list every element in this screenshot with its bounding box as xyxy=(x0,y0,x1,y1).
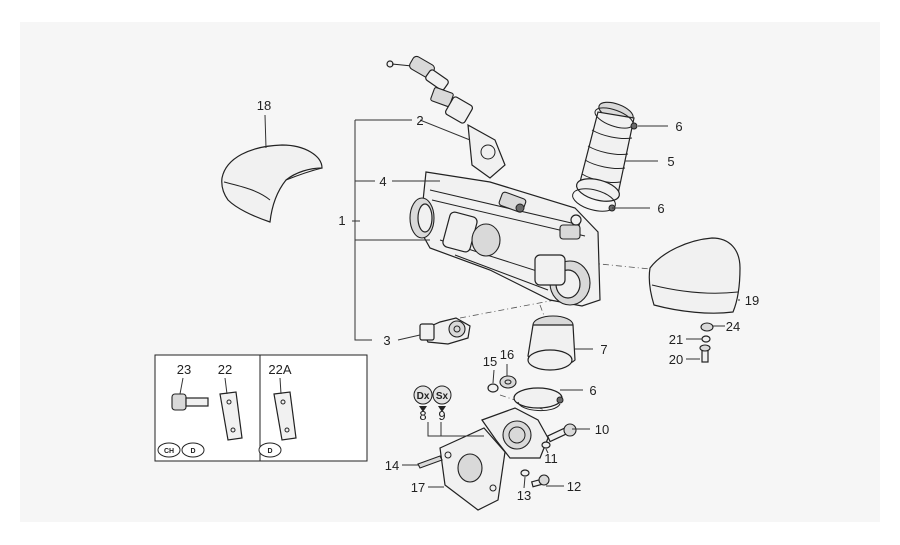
callout-23: 23 xyxy=(177,362,191,377)
bracket-22a xyxy=(273,391,297,441)
callout-18: 18 xyxy=(257,98,271,113)
callout-14: 14 xyxy=(385,458,399,473)
axis-line-lower xyxy=(459,299,556,319)
callout-17: 17 xyxy=(411,480,425,495)
callout-19: 19 xyxy=(745,293,759,308)
bolt-23 xyxy=(171,393,209,411)
callout-4: 4 xyxy=(379,174,386,189)
badge-sx: Sx xyxy=(432,385,452,412)
callout-3: 3 xyxy=(383,333,390,348)
callout-20: 20 xyxy=(669,352,683,367)
variant-tag-d2: D xyxy=(258,442,282,458)
intake-hose-upper xyxy=(575,101,635,202)
grommet-24 xyxy=(700,322,714,332)
throttle-cover-right xyxy=(648,237,741,314)
bracket-22 xyxy=(219,391,243,441)
callout-6-top: 6 xyxy=(675,119,682,134)
bolt-10 xyxy=(546,423,577,443)
nut-16 xyxy=(499,375,517,389)
bolt-12 xyxy=(530,474,550,488)
callout-1: 1 xyxy=(338,213,345,228)
callout-9: 9 xyxy=(438,408,445,423)
callout-5: 5 xyxy=(667,154,674,169)
washer-11 xyxy=(541,441,551,449)
axis-line-right xyxy=(589,262,661,271)
callout-6-lower: 6 xyxy=(589,383,596,398)
callout-24: 24 xyxy=(726,319,740,334)
throttle-cover-left xyxy=(221,144,323,223)
callout-22a: 22A xyxy=(268,362,291,377)
variant-tag-ch: CH xyxy=(157,442,181,458)
throttle-body-assembly xyxy=(409,171,601,307)
variant-tag-ch-text: CH xyxy=(164,448,174,455)
hose-clamp-lower xyxy=(513,387,564,411)
intake-tube-lower xyxy=(527,315,576,371)
throttle-cable-assembly xyxy=(386,55,506,179)
intake-manifold xyxy=(481,407,549,459)
callout-13: 13 xyxy=(517,488,531,503)
washer-13 xyxy=(520,469,530,477)
washer-21 xyxy=(701,335,711,343)
callout-21: 21 xyxy=(669,332,683,347)
leader-lines xyxy=(179,114,740,489)
callout-16: 16 xyxy=(500,347,514,362)
callout-2: 2 xyxy=(416,113,423,128)
hose-clamp-top xyxy=(594,107,638,130)
badge-sx-text: Sx xyxy=(436,391,449,402)
badge-dx-text: Dx xyxy=(417,391,430,402)
callout-10: 10 xyxy=(595,422,609,437)
intake-flange xyxy=(439,427,506,511)
callout-22: 22 xyxy=(218,362,232,377)
washer-15 xyxy=(487,383,499,393)
callout-7: 7 xyxy=(600,342,607,357)
stud-14 xyxy=(417,455,443,469)
callout-8: 8 xyxy=(419,408,426,423)
variant-tag-d2-text: D xyxy=(267,448,272,455)
throttle-position-sensor xyxy=(419,317,471,345)
badge-dx: Dx xyxy=(413,385,433,412)
callout-6-middle: 6 xyxy=(657,201,664,216)
screw-20 xyxy=(699,344,711,363)
variant-tag-d1-text: D xyxy=(190,448,195,455)
variant-tag-d1: D xyxy=(181,442,205,458)
callout-11: 11 xyxy=(544,451,558,466)
callout-12: 12 xyxy=(567,479,581,494)
callout-15: 15 xyxy=(483,354,497,369)
